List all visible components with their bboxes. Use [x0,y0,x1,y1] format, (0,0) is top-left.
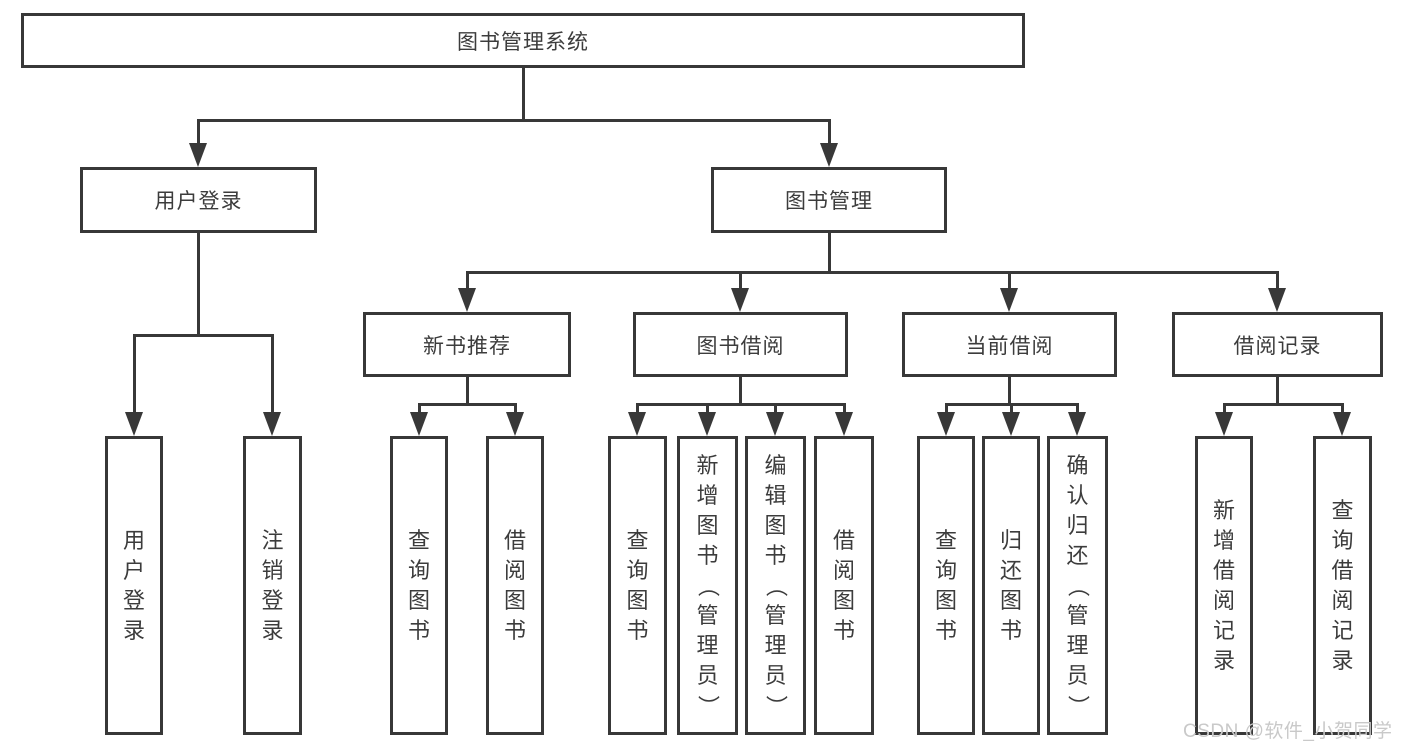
connector-line [198,119,830,122]
connector-line [1008,377,1011,405]
arrow-down-icon [125,412,143,436]
connector-line [514,403,517,414]
arrow-down-icon [820,143,838,167]
connector-line [467,271,1278,274]
arrow-down-icon [1002,412,1020,436]
node-root-label: 图书管理系统 [457,30,589,54]
arrow-down-icon [1333,412,1351,436]
arrow-down-icon [458,288,476,312]
connector-line [636,403,639,414]
node-root: 图书管理系统 [21,13,1025,68]
connector-line [1276,377,1279,405]
arrow-down-icon [766,412,784,436]
leaf-logout: 注销登录 [243,436,302,735]
connector-line [774,403,777,414]
leaf-edit-book-admin: 编辑图书（管理员） [745,436,806,735]
arrow-down-icon [937,412,955,436]
connector-line [197,119,200,147]
arrow-down-icon [189,143,207,167]
connector-line [1010,403,1013,414]
watermark: CSDN @软件_小贺同学 [1183,721,1393,742]
arrow-down-icon [835,412,853,436]
arrow-down-icon [1000,288,1018,312]
connector-line [637,403,845,406]
leaf-query-books-current: 查询图书 [917,436,975,735]
arrow-down-icon [698,412,716,436]
node-user-login-label: 用户登录 [154,190,243,213]
node-current-borrow: 当前借阅 [902,312,1117,377]
node-book-borrow: 图书借阅 [633,312,848,377]
arrow-down-icon [1215,412,1233,436]
arrow-down-icon [263,412,281,436]
connector-line [133,334,136,414]
connector-line [466,271,469,290]
node-book-borrow-label: 图书借阅 [696,334,785,358]
leaf-borrow-books: 借阅图书 [814,436,874,735]
connector-line [706,403,709,414]
connector-line [1008,271,1011,290]
connector-line [843,403,846,414]
arrow-down-icon [1068,412,1086,436]
connector-line [197,233,200,336]
connector-line [466,377,469,405]
leaf-query-books-borrow: 查询图书 [608,436,667,735]
node-book-management-label: 图书管理 [785,190,873,213]
connector-line [418,403,421,414]
arrow-down-icon [506,412,524,436]
node-current-borrow-label: 当前借阅 [965,334,1054,358]
node-user-login: 用户登录 [80,167,317,233]
node-new-book-recommend-label: 新书推荐 [423,334,511,358]
node-new-book-recommend: 新书推荐 [363,312,571,377]
connector-line [419,403,516,406]
leaf-query-books-recommend: 查询图书 [390,436,448,735]
leaf-borrow-books-recommend: 借阅图书 [486,436,544,735]
connector-line [739,271,742,290]
node-book-management: 图书管理 [711,167,947,233]
arrow-down-icon [731,288,749,312]
connector-line [271,334,274,414]
connector-line [828,233,831,273]
arrow-down-icon [1268,288,1286,312]
arrow-down-icon [628,412,646,436]
node-borrow-records-label: 借阅记录 [1233,334,1322,358]
leaf-query-borrow-record: 查询借阅记录 [1313,436,1372,735]
leaf-user-login: 用户登录 [105,436,163,735]
leaf-add-borrow-record: 新增借阅记录 [1195,436,1253,735]
connector-line [739,377,742,405]
connector-line [828,119,831,147]
connector-line [522,68,525,120]
connector-line [134,334,273,337]
leaf-confirm-return-admin: 确认归还（管理员） [1047,436,1108,735]
connector-line [1224,403,1343,406]
arrow-down-icon [410,412,428,436]
leaf-add-book-admin: 新增图书（管理员） [677,436,738,735]
leaf-return-book: 归还图书 [982,436,1040,735]
connector-line [1276,271,1279,290]
connector-line [1076,403,1079,414]
connector-line [1341,403,1344,414]
connector-line [945,403,948,414]
node-borrow-records: 借阅记录 [1172,312,1383,377]
connector-line [1223,403,1226,414]
